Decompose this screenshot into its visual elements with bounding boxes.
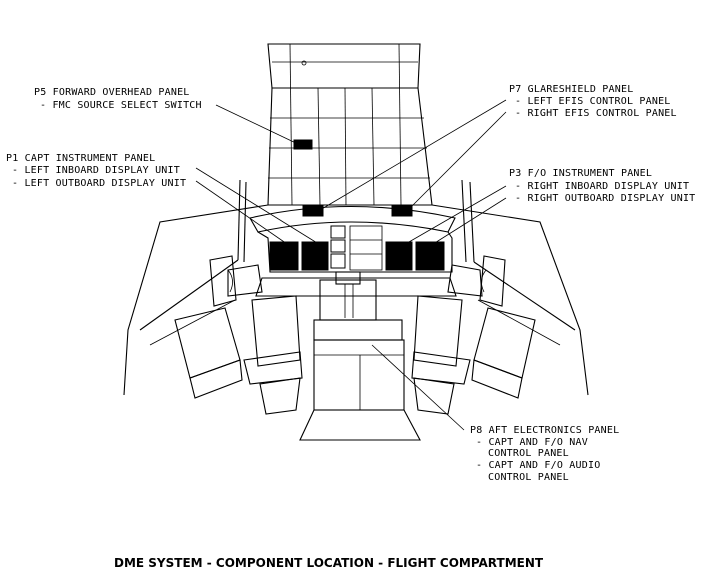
leader-lines	[195, 99, 507, 431]
main-instrument-panel	[227, 225, 483, 297]
p7-item-1: - LEFT EFIS CONTROL PANEL	[515, 96, 671, 107]
callout-p1: P1 CAPT INSTRUMENT PANEL - LEFT INBOARD …	[6, 153, 186, 189]
p8-item-1: - CAPT AND F/O NAV	[476, 437, 588, 448]
p8-title: P8 AFT ELECTRONICS PANEL	[470, 425, 619, 436]
left-outboard-display-unit	[269, 241, 299, 271]
right-efis-control-panel	[391, 204, 413, 217]
p8-item-2: CONTROL PANEL	[488, 448, 569, 459]
p3-item-1: - RIGHT INBOARD DISPLAY UNIT	[515, 181, 689, 192]
p7-title: P7 GLARESHIELD PANEL	[509, 84, 633, 95]
p5-item-1: - FMC SOURCE SELECT SWITCH	[40, 100, 202, 111]
p3-title: P3 F/O INSTRUMENT PANEL	[509, 168, 652, 179]
side-consoles	[209, 255, 506, 307]
first-officer-seat	[411, 295, 536, 415]
left-efis-control-panel	[302, 204, 324, 217]
glareshield-panel	[249, 204, 456, 233]
right-inboard-display-unit	[385, 241, 413, 271]
p7-item-2: - RIGHT EFIS CONTROL PANEL	[515, 108, 677, 119]
p5-title: P5 FORWARD OVERHEAD PANEL	[34, 87, 190, 98]
p1-title: P1 CAPT INSTRUMENT PANEL	[6, 153, 155, 164]
cockpit-frame	[123, 179, 589, 396]
fmc-source-select-switch	[293, 139, 313, 150]
aft-electronics-panel	[313, 339, 405, 411]
overhead-panel	[267, 43, 433, 206]
callout-p7: P7 GLARESHIELD PANEL - LEFT EFIS CONTROL…	[509, 84, 677, 119]
callout-p5: P5 FORWARD OVERHEAD PANEL - FMC SOURCE S…	[34, 87, 202, 111]
p8-item-3: - CAPT AND F/O AUDIO	[476, 460, 600, 471]
p1-item-1: - LEFT INBOARD DISPLAY UNIT	[12, 165, 180, 176]
left-inboard-display-unit	[301, 241, 329, 271]
right-outboard-display-unit	[415, 241, 445, 271]
callout-p3: P3 F/O INSTRUMENT PANEL - RIGHT INBOARD …	[509, 168, 695, 204]
p8-item-4: CONTROL PANEL	[488, 472, 569, 483]
captain-seat	[174, 295, 303, 415]
p1-item-2: - LEFT OUTBOARD DISPLAY UNIT	[12, 178, 186, 189]
figure-caption: DME SYSTEM - COMPONENT LOCATION - FLIGHT…	[114, 556, 544, 570]
p3-item-2: - RIGHT OUTBOARD DISPLAY UNIT	[515, 193, 695, 204]
callout-p8: P8 AFT ELECTRONICS PANEL - CAPT AND F/O …	[470, 425, 619, 483]
center-pedestal	[255, 271, 457, 441]
